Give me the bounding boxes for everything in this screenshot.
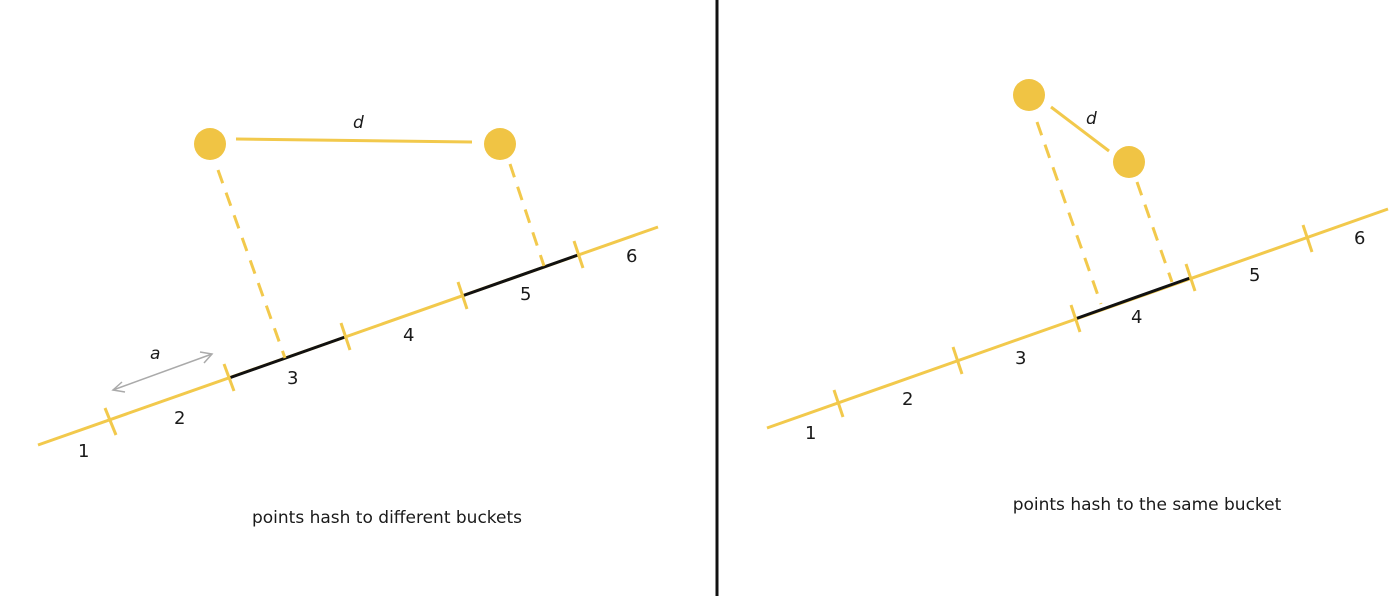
left-bucket-label: 1 [78,441,89,462]
right-tick [1069,304,1082,333]
right-bucket-label: 1 [805,423,816,444]
left-distance-label: d [353,113,364,133]
right-bucket-label: 6 [1354,228,1365,249]
left-bucket-label: 4 [403,325,414,346]
left-point-a [194,128,226,160]
left-caption: points hash to different buckets [252,508,522,528]
bucket-width-arrow [111,351,214,393]
left-panel: 1 2 3 4 5 6 a d points hash to different… [37,113,659,528]
left-bucket-label: 3 [287,368,298,389]
left-tick [339,322,352,351]
right-caption: points hash to the same bucket [1013,495,1282,515]
left-highlight-bucket-3 [228,335,346,380]
left-tick [572,240,585,269]
right-distance-label: d [1086,109,1097,129]
left-point-b [484,128,516,160]
left-projection-dash [508,163,546,267]
right-projection-dash [1135,181,1174,283]
right-point-b [1113,146,1145,178]
left-bucket-label: 5 [520,284,531,305]
right-panel: 1 2 3 4 5 6 d points hash to the same bu… [766,79,1389,515]
right-tick [832,389,845,418]
right-highlight-bucket-4 [1074,276,1191,321]
right-bucket-label: 5 [1249,265,1260,286]
left-tick [103,407,118,436]
right-bucket-label: 3 [1015,348,1026,369]
right-tick [1184,263,1197,292]
right-bucket-label: 4 [1131,307,1142,328]
right-projection-dash [1035,121,1103,305]
bucket-width-label: a [150,344,160,364]
right-distance-line [1050,105,1110,153]
left-bucket-label: 2 [174,408,185,429]
right-point-a [1013,79,1045,111]
right-tick [1301,224,1314,253]
left-tick [222,363,236,392]
left-highlight-bucket-5 [461,253,579,298]
left-projection-dash [216,169,287,359]
left-distance-line [235,137,473,144]
left-tick [456,281,469,310]
right-tick [951,346,964,375]
left-bucket-label: 6 [626,246,637,267]
right-bucket-label: 2 [902,389,913,410]
